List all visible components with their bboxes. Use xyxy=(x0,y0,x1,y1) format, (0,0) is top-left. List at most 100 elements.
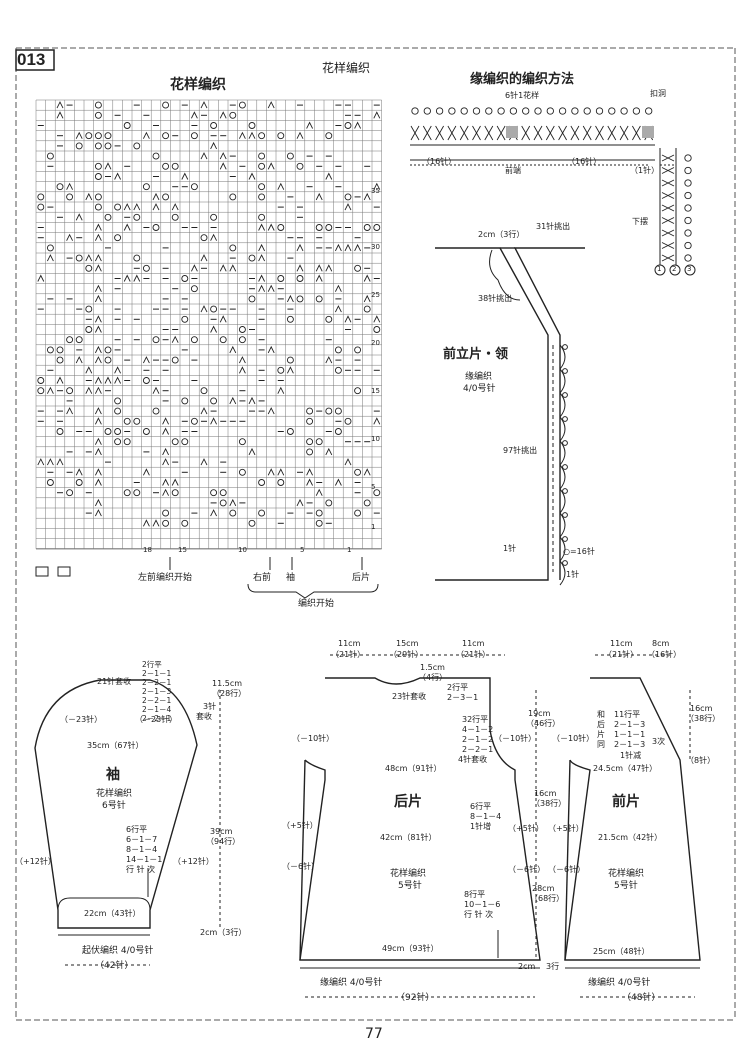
back-arm-dec-r: （－10针） xyxy=(494,734,537,743)
back-top-l-st: （21针） xyxy=(331,650,366,659)
decrease-symbol xyxy=(334,284,342,292)
yarn-over-symbol xyxy=(238,336,246,344)
sleeve-height-rows: （94行） xyxy=(206,837,241,846)
decrease-symbol xyxy=(210,233,218,241)
back-low-h: 28cm xyxy=(532,884,555,893)
decrease-symbol xyxy=(94,498,102,507)
yarn-over-symbol xyxy=(210,305,218,313)
yarn-over-symbol xyxy=(56,346,64,354)
decrease-symbol xyxy=(181,172,189,180)
decrease-symbol xyxy=(258,223,266,231)
decrease-symbol xyxy=(267,223,275,231)
back-low-line: 10－1－6 xyxy=(464,900,501,909)
decrease-symbol xyxy=(200,305,208,313)
yarn-over-symbol xyxy=(286,356,294,364)
front-neck-times: 3次 xyxy=(652,737,666,746)
decrease-symbol xyxy=(94,325,102,333)
band-buttonhole xyxy=(562,560,568,566)
yarn-over-symbol xyxy=(114,203,122,211)
decrease-symbol xyxy=(94,345,102,354)
decrease-symbol xyxy=(46,386,54,394)
decrease-symbol xyxy=(133,203,141,211)
yarn-over-symbol xyxy=(296,275,304,282)
band-scallop xyxy=(559,464,566,490)
back-top-r: 11cm xyxy=(462,639,485,648)
decrease-symbol xyxy=(219,264,227,272)
yarn-over-symbol xyxy=(56,356,64,364)
yarn-over-symbol xyxy=(162,101,170,109)
decrease-symbol xyxy=(258,284,266,292)
edge-shaded-block xyxy=(642,126,654,138)
sleeve-stitch: 花样编织 xyxy=(96,789,133,799)
sleeve-inc-left: （+12针） xyxy=(15,857,56,866)
decrease-symbol xyxy=(267,101,275,109)
yarn-over-symbol xyxy=(354,387,362,395)
yarn-over-symbol xyxy=(238,326,246,333)
back-chest: 48cm（91针） xyxy=(385,764,442,773)
decrease-symbol xyxy=(267,345,275,354)
front-side-line: 和 xyxy=(597,710,605,719)
edge-chain xyxy=(497,107,505,115)
yarn-over-symbol xyxy=(142,264,150,272)
yarn-over-symbol xyxy=(229,509,237,517)
decrease-symbol xyxy=(123,274,131,282)
yarn-over-symbol xyxy=(181,438,189,446)
yarn-over-symbol xyxy=(210,489,218,497)
yarn-over-symbol xyxy=(66,336,74,344)
decrease-symbol xyxy=(267,162,275,170)
edge-x-stitch xyxy=(632,125,641,141)
edge-x-stitch xyxy=(435,125,444,141)
back-arm-line: 2－1－2 xyxy=(462,735,494,744)
decrease-symbol xyxy=(354,243,362,252)
decrease-symbol xyxy=(190,264,198,272)
yarn-over-symbol xyxy=(66,489,74,497)
yarn-over-symbol xyxy=(315,224,323,231)
yarn-over-symbol xyxy=(94,142,102,150)
sleeve-title: 袖 xyxy=(106,767,120,783)
band-scallop xyxy=(559,344,566,370)
front-needle: 5号针 xyxy=(614,881,638,891)
yarn-over-symbol xyxy=(325,224,333,231)
edge-title: 缘编织的编织方法 xyxy=(470,72,575,87)
decrease-symbol xyxy=(171,478,179,486)
yarn-over-symbol xyxy=(306,448,314,456)
yarn-over-symbol xyxy=(104,356,112,364)
edge-chain xyxy=(472,107,481,115)
yarn-over-symbol xyxy=(152,336,160,344)
decrease-symbol xyxy=(94,478,102,486)
yarn-over-symbol xyxy=(354,509,362,517)
yarn-over-symbol xyxy=(219,489,227,497)
yarn-over-symbol xyxy=(190,132,198,140)
yarn-over-symbol xyxy=(66,193,74,201)
decrease-symbol xyxy=(162,458,170,466)
edge-chain xyxy=(423,107,431,115)
yarn-over-symbol xyxy=(46,244,54,252)
edge-chain xyxy=(684,179,692,187)
yarn-over-symbol xyxy=(171,162,179,170)
edge-x-stitch xyxy=(545,125,555,141)
edge-chain xyxy=(684,204,692,212)
yarn-over-symbol xyxy=(162,162,170,170)
yarn-over-symbol xyxy=(171,438,179,446)
yarn-over-symbol xyxy=(190,285,198,293)
decrease-symbol xyxy=(94,376,102,384)
back-neck-cast: 23针套收 xyxy=(392,692,427,701)
yarn-over-symbol xyxy=(75,254,83,262)
yarn-over-symbol xyxy=(46,152,54,160)
band-scallops xyxy=(559,344,568,586)
band-buttonhole xyxy=(562,464,568,470)
decrease-symbol xyxy=(306,121,314,129)
sleeve-cap-line: 2－1－4 xyxy=(142,705,172,714)
yarn-over-symbol xyxy=(258,152,266,160)
edge-chain xyxy=(684,166,692,175)
decrease-symbol xyxy=(344,243,352,252)
edge-x-stitch xyxy=(607,125,617,141)
front-neck-line: 11行平 xyxy=(614,710,641,719)
chart-col-number: 15 xyxy=(178,546,187,554)
decrease-symbol xyxy=(94,315,102,323)
decrease-symbol xyxy=(123,203,131,211)
yarn-over-symbol xyxy=(162,132,170,140)
